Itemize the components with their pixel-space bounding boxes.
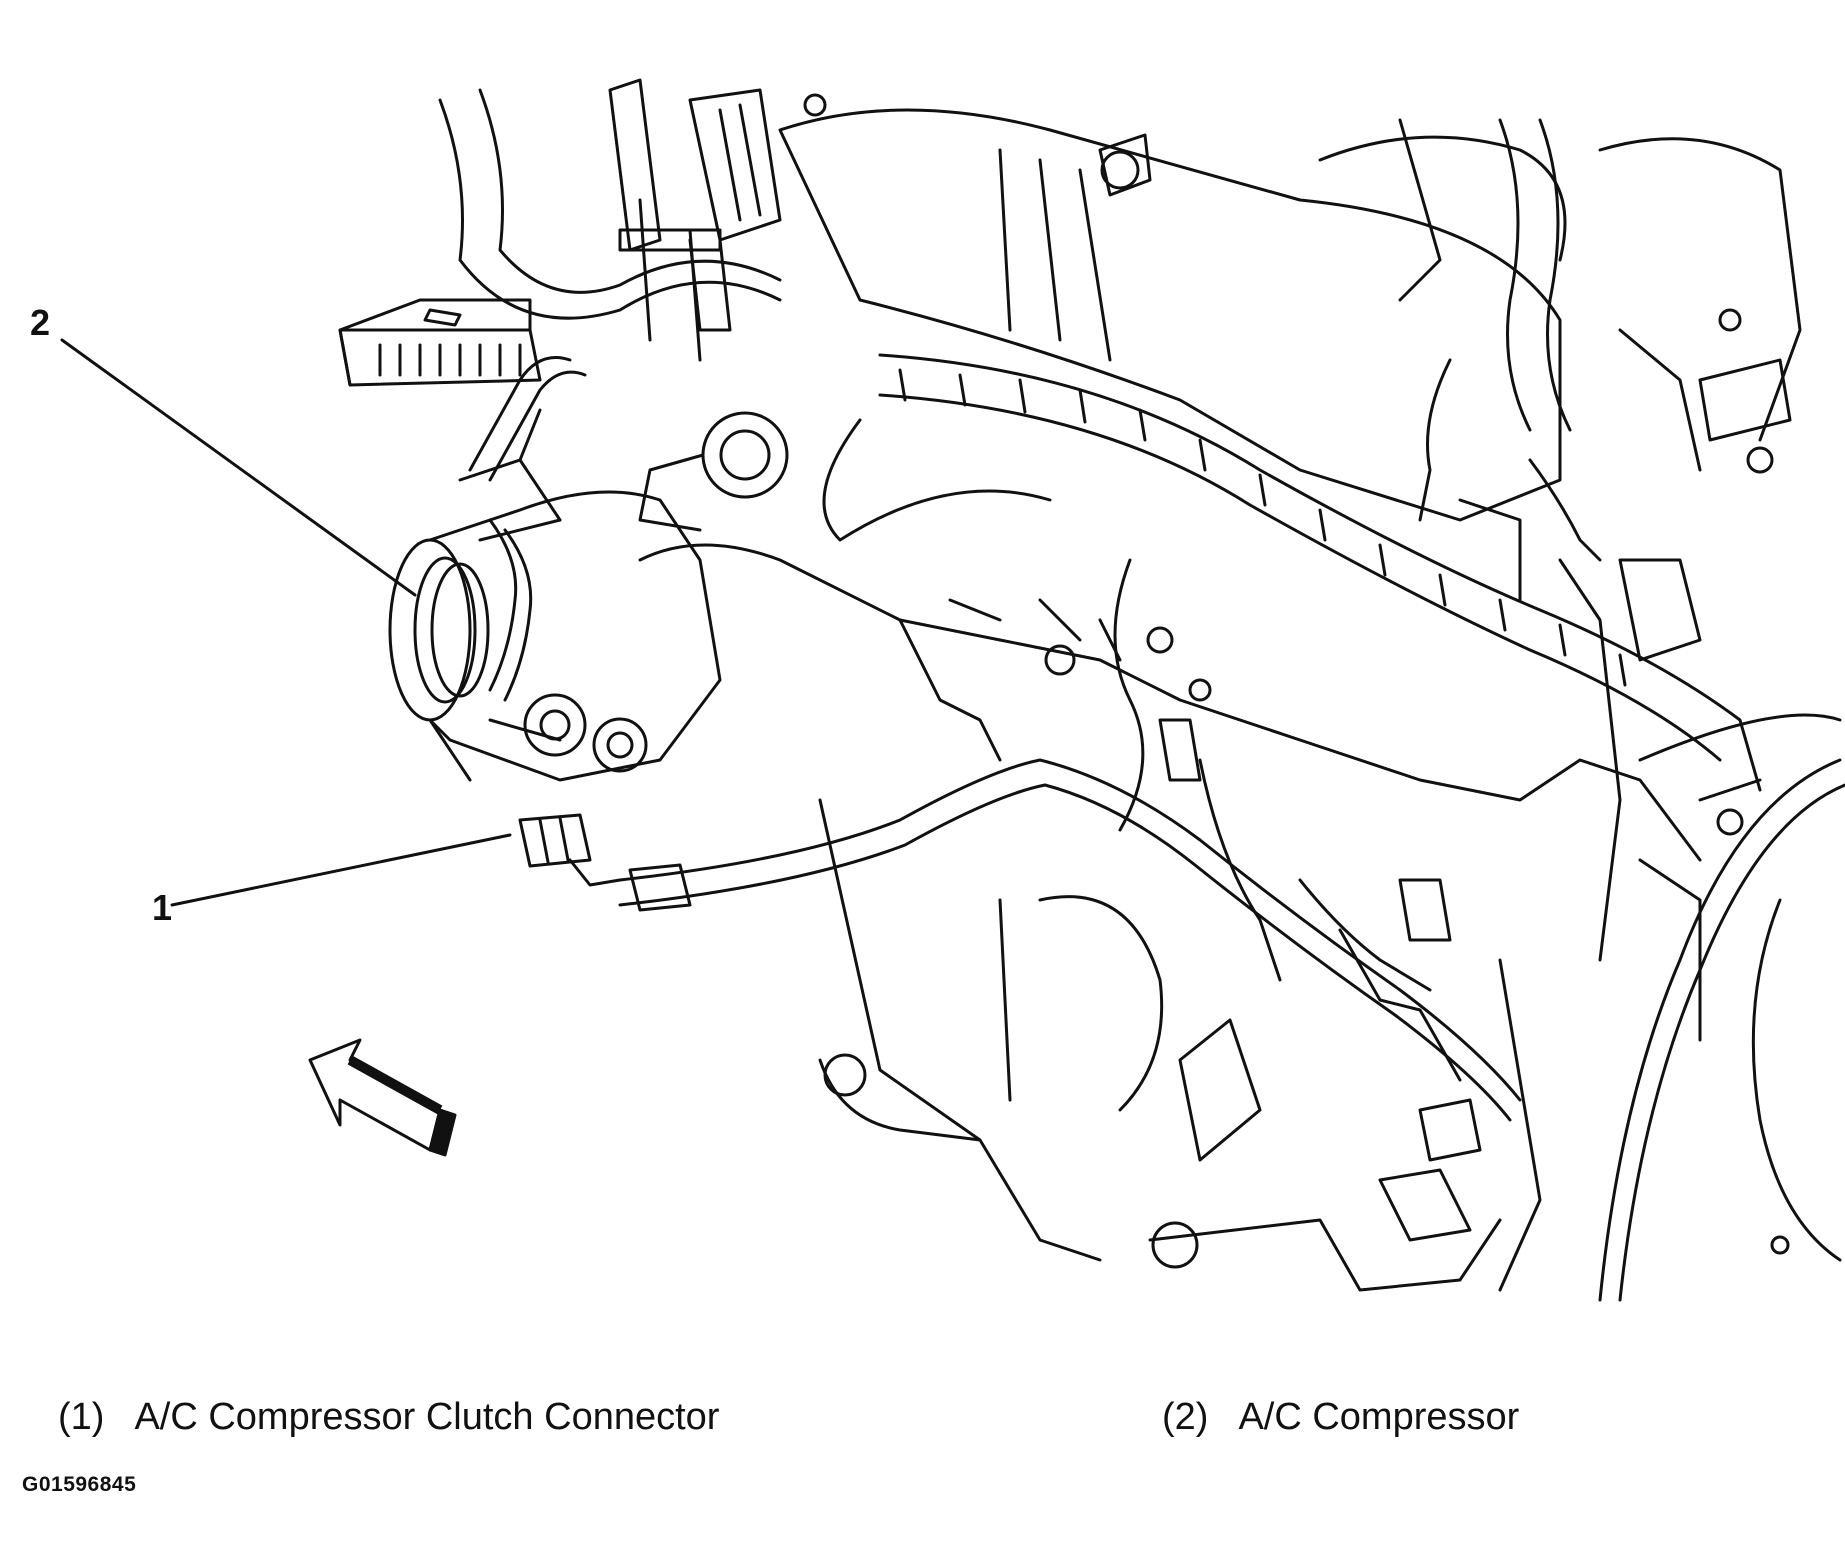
right-accessories (1458, 308, 1792, 662)
sensor-cluster (608, 78, 1152, 252)
flexplate (1598, 713, 1845, 1302)
wiring-harness (438, 88, 1762, 832)
view-direction-arrow-icon (308, 1038, 457, 1157)
drive-belt (428, 356, 587, 782)
legend-item-compressor: (2) A/C Compressor (1162, 1398, 1519, 1436)
legend-label: A/C Compressor Clutch Connector (134, 1396, 720, 1438)
legend-marker: (1) (58, 1396, 105, 1438)
legend-item-clutch-connector: (1) A/C Compressor Clutch Connector (58, 1398, 719, 1436)
upper-connector-block (338, 298, 542, 387)
callout-leaders (60, 338, 512, 907)
clutch-connector (518, 813, 692, 912)
legend-label: A/C Compressor (1238, 1396, 1520, 1438)
engine-block (638, 543, 1702, 1292)
legend-marker: (2) (1162, 1396, 1209, 1438)
callout-number-2: 2 (30, 302, 51, 343)
callout-number-1: 1 (152, 887, 173, 928)
ac-compressor (388, 408, 722, 782)
water-outlet (638, 411, 789, 532)
lower-harness (618, 718, 1522, 1122)
intake-manifold (778, 108, 1802, 522)
figure-id: G01596845 (22, 1473, 137, 1496)
